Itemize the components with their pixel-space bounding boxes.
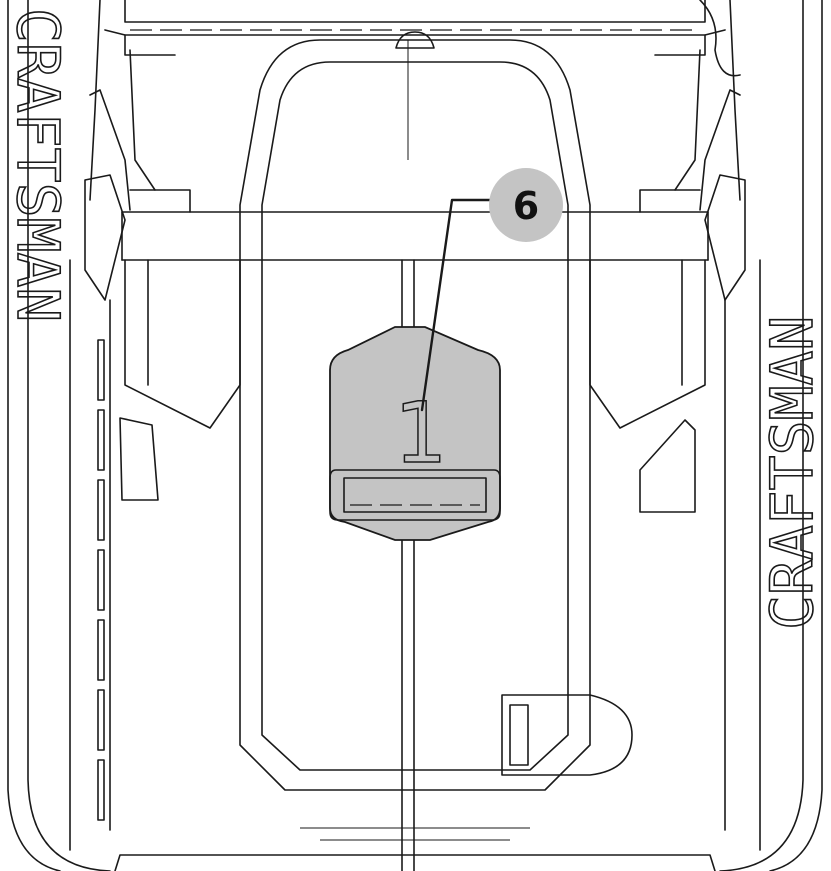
svg-text:CRAFTSMAN: CRAFTSMAN	[758, 316, 826, 630]
left-edge-ridges	[97, 339, 105, 821]
callout-number: 6	[513, 184, 539, 228]
brand-lettering-right: CRAFTSMAN	[757, 315, 827, 631]
top-housing	[104, 0, 741, 77]
bottom-bar	[114, 827, 716, 871]
svg-text:CRAFTSMAN: CRAFTSMAN	[4, 8, 72, 322]
cross-beam	[121, 189, 709, 261]
central-hood	[239, 31, 591, 791]
brand-lettering-left: CRAFTSMAN	[3, 7, 73, 323]
rear-grip	[501, 694, 633, 776]
left-side-bracket	[69, 49, 241, 851]
callout-6: 6	[420, 168, 563, 412]
part-number-mark: 1	[394, 384, 447, 482]
highlighted-housing-panel: 1	[329, 326, 501, 541]
callout-bubble	[489, 168, 563, 242]
deck-outer-outline	[7, 0, 823, 871]
right-side-bracket	[589, 49, 761, 851]
